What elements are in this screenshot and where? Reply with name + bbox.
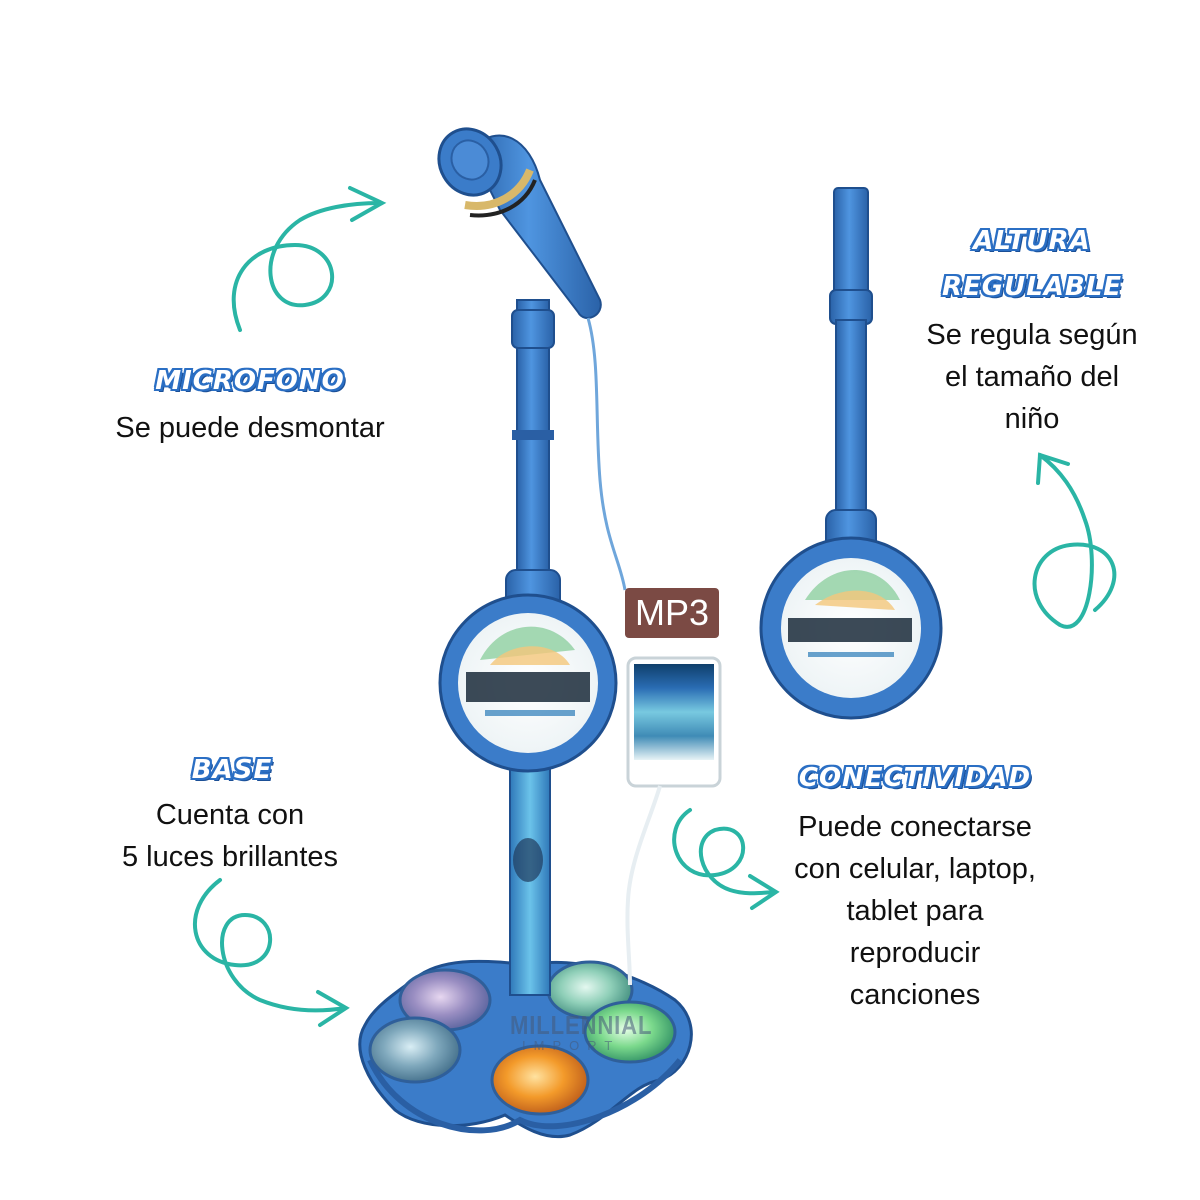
arrow-conectividad-icon [672, 808, 780, 910]
conectividad-title: CONECTIVIDAD [798, 763, 1032, 793]
mp3-label: MP3 [625, 588, 719, 638]
microfono-title: MICROFONO [155, 366, 345, 396]
watermark-sub: IMPORT [522, 1038, 621, 1053]
conectividad-desc-line1: Puede conectarse [798, 811, 1032, 843]
arrow-altura-icon [1032, 452, 1117, 629]
light-green [583, 1000, 677, 1064]
base-desc-line2: 5 luces brillantes [122, 841, 338, 873]
microphone-head [437, 127, 627, 591]
adjustable-pole [759, 187, 943, 720]
base-desc-line1: Cuenta con [155, 799, 305, 831]
altura-desc-line2: el tamaño del [944, 361, 1120, 393]
conectividad-desc-line4: reproducir [849, 937, 981, 969]
microfono-desc: Se puede desmontar [115, 412, 385, 444]
conectividad-desc-line2: con celular, laptop, [794, 853, 1036, 885]
conectividad-desc-line5: canciones [849, 979, 981, 1011]
microphone-stand [358, 127, 722, 1138]
watermark-logo: MILLENNIAL [510, 1010, 653, 1040]
altura-desc-line3: niño [1004, 403, 1060, 435]
conectividad-desc-line3: tablet para [846, 895, 984, 927]
arrow-base-icon [193, 878, 350, 1027]
light-orange [490, 1044, 590, 1116]
altura-title-line2: REGULABLE [941, 272, 1123, 302]
phone [625, 656, 722, 986]
arrow-microfono-icon [231, 186, 387, 332]
altura-desc-line1: Se regula según [926, 319, 1138, 351]
light-blue [368, 1016, 462, 1084]
altura-title-line1: ALTURA [973, 226, 1091, 256]
base-title: BASE [191, 755, 273, 785]
